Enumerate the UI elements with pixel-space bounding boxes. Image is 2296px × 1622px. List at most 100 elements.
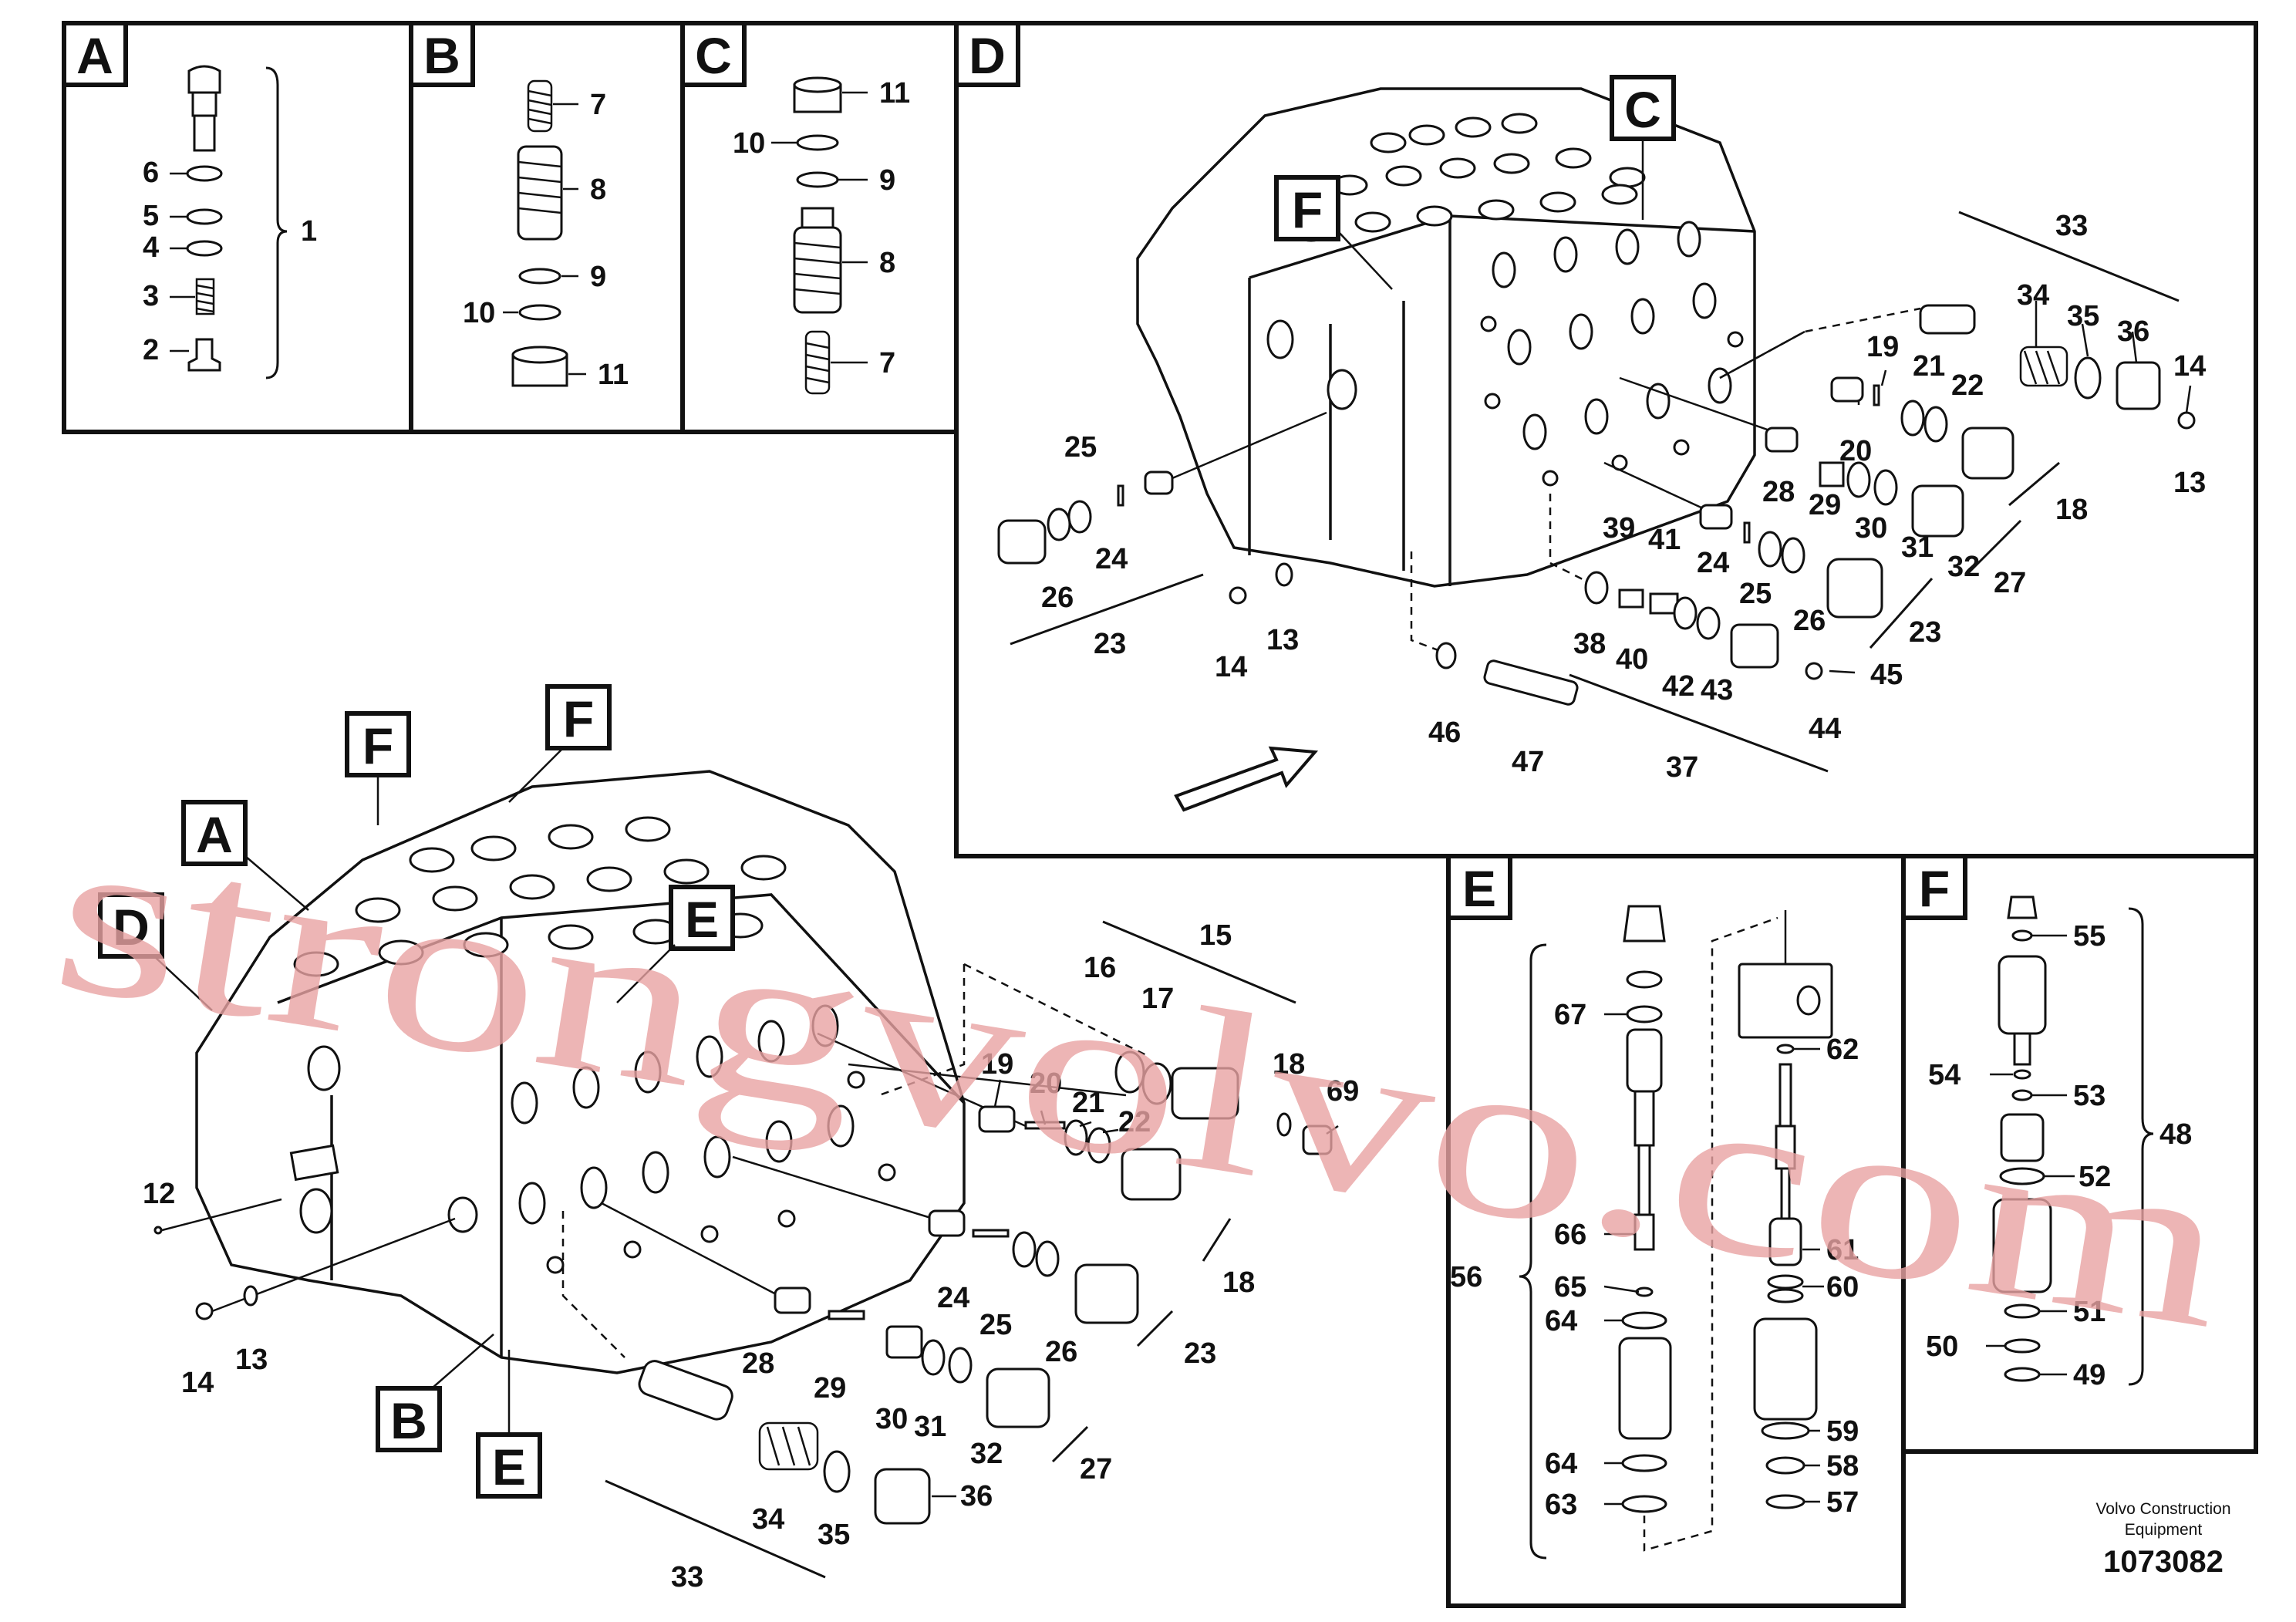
svg-text:17: 17 bbox=[1141, 983, 1174, 1015]
overview-tag-f-2: F bbox=[508, 684, 612, 803]
svg-text:40: 40 bbox=[1616, 643, 1648, 676]
panel-f-drawing bbox=[1986, 895, 2154, 1386]
svg-text:2: 2 bbox=[143, 334, 159, 366]
svg-text:35: 35 bbox=[2067, 300, 2099, 332]
svg-text:36: 36 bbox=[960, 1480, 993, 1512]
svg-text:36: 36 bbox=[2117, 315, 2149, 348]
svg-text:23: 23 bbox=[1184, 1337, 1216, 1370]
svg-text:25: 25 bbox=[1064, 431, 1097, 464]
svg-text:F: F bbox=[563, 690, 594, 747]
svg-text:18: 18 bbox=[2055, 494, 2088, 526]
svg-text:Volvo Construction: Volvo Construction bbox=[2095, 1500, 2230, 1518]
svg-text:22: 22 bbox=[1118, 1106, 1151, 1138]
svg-text:26: 26 bbox=[1041, 582, 1074, 614]
svg-text:63: 63 bbox=[1545, 1489, 1577, 1521]
svg-text:64: 64 bbox=[1545, 1305, 1577, 1337]
panel-a-label: A bbox=[62, 21, 128, 87]
svg-text:32: 32 bbox=[970, 1438, 1003, 1470]
svg-text:45: 45 bbox=[1870, 659, 1903, 691]
svg-text:B: B bbox=[423, 27, 460, 84]
svg-text:C: C bbox=[695, 27, 732, 84]
svg-text:4: 4 bbox=[143, 231, 159, 264]
svg-text:26: 26 bbox=[1045, 1336, 1077, 1368]
svg-text:29: 29 bbox=[814, 1372, 846, 1404]
svg-text:24: 24 bbox=[1697, 547, 1729, 579]
svg-text:65: 65 bbox=[1554, 1271, 1586, 1303]
svg-text:66: 66 bbox=[1554, 1219, 1586, 1251]
svg-text:46: 46 bbox=[1428, 717, 1461, 749]
svg-text:13: 13 bbox=[1266, 624, 1299, 656]
overview-tag-e-bottom: E bbox=[476, 1350, 542, 1499]
svg-text:F: F bbox=[362, 717, 393, 774]
svg-text:3: 3 bbox=[143, 280, 159, 312]
panel-f-label: F bbox=[1901, 854, 1967, 920]
svg-text:A: A bbox=[76, 27, 113, 84]
svg-text:D: D bbox=[969, 27, 1006, 84]
svg-text:58: 58 bbox=[1826, 1450, 1859, 1482]
svg-text:14: 14 bbox=[181, 1367, 214, 1399]
document-number: 1073082 bbox=[2103, 1545, 2224, 1579]
svg-text:13: 13 bbox=[2173, 467, 2206, 499]
svg-text:F: F bbox=[1919, 860, 1950, 917]
svg-text:35: 35 bbox=[818, 1519, 850, 1551]
svg-text:7: 7 bbox=[590, 89, 606, 121]
svg-text:B: B bbox=[390, 1392, 427, 1449]
svg-text:27: 27 bbox=[1994, 567, 2026, 599]
svg-text:25: 25 bbox=[1739, 578, 1772, 610]
svg-text:18: 18 bbox=[1273, 1048, 1305, 1081]
svg-text:25: 25 bbox=[979, 1309, 1012, 1341]
panel-e-label: E bbox=[1446, 854, 1512, 920]
svg-text:15: 15 bbox=[1199, 919, 1232, 952]
svg-text:27: 27 bbox=[1080, 1453, 1112, 1485]
panel-c-part-numbers: 11 10 9 8 7 bbox=[733, 77, 910, 379]
svg-text:8: 8 bbox=[879, 247, 895, 279]
svg-text:5: 5 bbox=[143, 200, 159, 232]
svg-text:59: 59 bbox=[1826, 1415, 1859, 1448]
svg-text:8: 8 bbox=[590, 174, 606, 206]
svg-text:61: 61 bbox=[1826, 1234, 1859, 1266]
svg-text:C: C bbox=[1624, 81, 1661, 138]
svg-text:E: E bbox=[685, 891, 719, 948]
svg-text:21: 21 bbox=[1072, 1087, 1104, 1119]
svg-text:54: 54 bbox=[1928, 1059, 1961, 1091]
svg-text:57: 57 bbox=[1826, 1486, 1859, 1519]
svg-text:28: 28 bbox=[1762, 476, 1795, 508]
svg-text:10: 10 bbox=[733, 127, 765, 160]
svg-text:30: 30 bbox=[875, 1403, 908, 1435]
svg-text:62: 62 bbox=[1826, 1034, 1859, 1066]
svg-text:32: 32 bbox=[1947, 551, 1980, 583]
svg-text:11: 11 bbox=[598, 359, 629, 391]
panel-e-part-numbers: 67 62 66 65 64 61 60 56 59 64 58 63 57 bbox=[1450, 999, 1859, 1521]
svg-text:E: E bbox=[1462, 860, 1496, 917]
panel-d-drawing: C F bbox=[997, 75, 2196, 812]
svg-text:49: 49 bbox=[2073, 1359, 2106, 1391]
svg-text:48: 48 bbox=[2159, 1118, 2192, 1151]
svg-text:6: 6 bbox=[143, 157, 159, 189]
svg-text:7: 7 bbox=[879, 347, 895, 379]
svg-text:14: 14 bbox=[1215, 651, 1247, 683]
svg-text:19: 19 bbox=[981, 1048, 1013, 1081]
svg-text:23: 23 bbox=[1094, 628, 1126, 660]
panel-c-label: C bbox=[680, 21, 747, 87]
svg-text:31: 31 bbox=[1901, 531, 1934, 564]
panel-b-part-numbers: 7 8 9 10 11 bbox=[463, 89, 629, 391]
svg-text:12: 12 bbox=[143, 1178, 175, 1210]
svg-text:53: 53 bbox=[2073, 1080, 2106, 1112]
svg-text:23: 23 bbox=[1909, 616, 1941, 649]
overview-tag-b: B bbox=[376, 1334, 494, 1452]
svg-text:42: 42 bbox=[1662, 670, 1694, 703]
svg-text:38: 38 bbox=[1573, 628, 1606, 660]
panel-f-part-numbers: 55 54 53 48 52 51 50 49 bbox=[1926, 920, 2192, 1391]
svg-text:1: 1 bbox=[301, 215, 317, 248]
panel-d-part-numbers: 33 34 35 36 14 19 21 22 20 13 18 28 29 3… bbox=[1041, 210, 2206, 784]
svg-text:18: 18 bbox=[1222, 1266, 1255, 1299]
svg-text:29: 29 bbox=[1809, 489, 1841, 521]
svg-text:10: 10 bbox=[463, 297, 495, 329]
overview-tag-a: A bbox=[181, 800, 309, 911]
publisher-credit: Volvo Construction Equipment 1073082 bbox=[2095, 1500, 2230, 1579]
svg-text:F: F bbox=[1292, 181, 1323, 238]
svg-text:43: 43 bbox=[1701, 674, 1733, 706]
panel-f-frame bbox=[1901, 854, 2258, 1454]
svg-text:E: E bbox=[492, 1438, 526, 1496]
svg-text:41: 41 bbox=[1648, 524, 1681, 556]
